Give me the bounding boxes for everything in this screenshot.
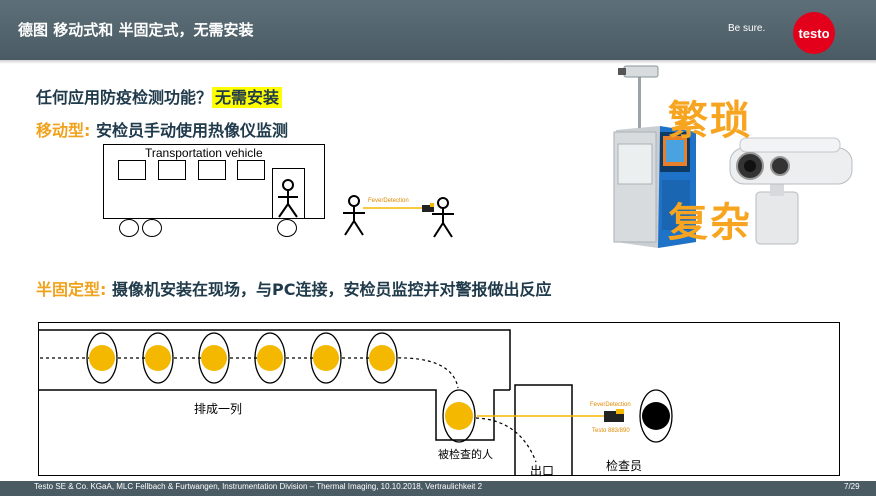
footer-text: Testo SE & Co. KGaA, MLC Fellbach & Furt… — [34, 482, 483, 491]
inspector-icon — [639, 389, 673, 443]
vehicle-window — [158, 160, 186, 180]
page-number: 7/29 — [844, 482, 860, 491]
mobile-text: 安检员手动使用热像仪监测 — [90, 121, 288, 140]
vehicle-wheel — [277, 219, 297, 237]
complex-word-1: 繁琐 — [668, 98, 752, 144]
question-highlight: 无需安装 — [212, 87, 283, 108]
queue-person-icon — [198, 332, 230, 384]
queue-label: 排成一列 — [194, 402, 243, 416]
vehicle-window — [237, 160, 265, 180]
transport-vehicle — [103, 144, 325, 219]
inspected-person-icon — [442, 389, 476, 443]
semi-fixed-label: 半固定型: — [36, 280, 107, 299]
handheld-camera-icon — [422, 205, 434, 212]
semi-fixed-line: 半固定型: 摄像机安装在现场，与PC连接，安检员监控并对警报做出反应 — [36, 276, 551, 300]
question-line: 任何应用防疫检测功能？无需安装 — [36, 84, 283, 108]
testo-logo: testo — [793, 12, 835, 54]
queue-person-icon — [86, 332, 118, 384]
vehicle-door — [272, 168, 305, 219]
fever-detection-label: FeverDetection — [368, 198, 409, 204]
page-title: 德图 移动式和 半固定式，无需安装 — [18, 21, 254, 39]
queue-person-icon — [310, 332, 342, 384]
question-text: 任何应用防疫检测功能？ — [36, 88, 213, 107]
vehicle-wheel — [142, 219, 162, 237]
queue-person-icon — [142, 332, 174, 384]
vehicle-window — [118, 160, 146, 180]
inspector-person-icon — [432, 197, 454, 238]
header-shadow — [0, 60, 876, 64]
complex-word-2: 复杂 — [668, 200, 752, 246]
exit-label: 出口 — [530, 464, 555, 478]
checkpoint-diagram — [38, 322, 840, 476]
inspector-label: 检查员 — [606, 459, 643, 473]
fever-detection-label: FeverDetection — [590, 402, 631, 408]
camera-model-label: Testo 883/890 — [592, 428, 630, 434]
mobile-line: 移动型: 安检员手动使用热像仪监测 — [36, 117, 288, 141]
semi-fixed-text: 摄像机安装在现场，与PC连接，安检员监控并对警报做出反应 — [106, 280, 552, 299]
vehicle-wheel — [119, 219, 139, 237]
brand-slogan: Be sure. — [728, 23, 766, 34]
queue-person-icon — [366, 332, 398, 384]
product-photo — [613, 65, 853, 248]
footer-bar: Testo SE & Co. KGaA, MLC Fellbach & Furt… — [0, 481, 876, 496]
header-bar: 德图 移动式和 半固定式，无需安装 Be sure. testo — [0, 0, 876, 60]
mobile-label: 移动型: — [36, 121, 91, 140]
person-in-vehicle-icon — [278, 179, 298, 218]
vehicle-label: Transportation vehicle — [145, 146, 263, 160]
queue-person-icon — [254, 332, 286, 384]
vehicle-window — [198, 160, 226, 180]
inspected-label: 被检查的人 — [438, 448, 493, 461]
traveler-person-icon — [343, 195, 365, 236]
fixed-camera-icon — [604, 411, 624, 422]
